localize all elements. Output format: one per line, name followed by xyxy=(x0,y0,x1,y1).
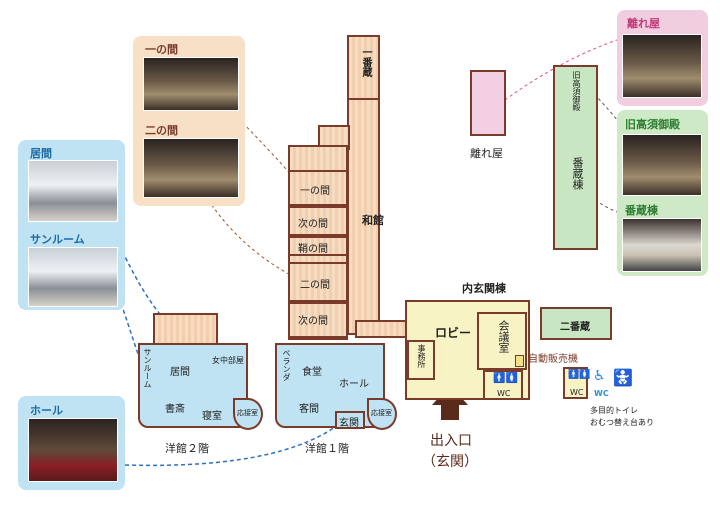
wheelchair-icon: ♿ xyxy=(593,368,606,384)
yokan2-ima-label[interactable]: 居間 xyxy=(170,367,190,378)
yokan2-bedroom-label[interactable]: 寝室 xyxy=(202,411,222,422)
banzoto-label: 番蔵棟 xyxy=(625,204,658,217)
photo-panel-hanareya: 離れ屋 xyxy=(617,10,708,106)
room-ichinoma[interactable]: 一の間 xyxy=(288,170,348,206)
room-ichibanzo[interactable]: 一番蔵 xyxy=(347,35,380,100)
tsuginoma-1-label: 次の間 xyxy=(298,219,328,230)
vending-label: 自動販売機 xyxy=(528,354,578,365)
room-tsuginoma-1[interactable]: 次の間 xyxy=(288,206,348,236)
uchigenkan-label: 内玄関棟 xyxy=(462,282,506,295)
uchigenkan-building: ロビー 会議室 事務所 WC 🚹🚺 xyxy=(405,300,530,400)
hanareya-building-label: 離れ屋 xyxy=(470,147,503,160)
entrance-label: 出入口 xyxy=(430,433,472,449)
yokan2-study-label[interactable]: 書斎 xyxy=(165,404,185,415)
photo-panel-yokan: 居間 サンルーム xyxy=(18,140,125,310)
office-label: 事務所 xyxy=(417,344,426,368)
yokan1-reception[interactable]: 応接室 xyxy=(367,398,397,430)
yokan1-building: ベランダ 食堂 ホール 客間 玄関 xyxy=(275,343,385,429)
ima-photo xyxy=(28,160,118,222)
yokan2-reception[interactable]: 応接室 xyxy=(233,398,263,430)
banzoto-photo xyxy=(622,218,702,272)
tsuginoma-2-label: 次の間 xyxy=(298,316,328,327)
room-office[interactable]: 事務所 xyxy=(407,340,435,380)
yokan1-veranda-label[interactable]: ベランダ xyxy=(282,349,291,381)
ichinoma-room-label: 一の間 xyxy=(300,186,330,197)
kyu-takasu-label: 旧高須御殿 xyxy=(625,118,680,131)
yokan2-title: 洋館２階 xyxy=(165,442,209,455)
yokan1-genkan[interactable]: 玄関 xyxy=(335,411,365,429)
wc-legend-label: WC xyxy=(570,388,584,397)
yokan1-reception-label: 応接室 xyxy=(371,409,392,417)
kyu-takasu-room-label: 旧高須御殿 xyxy=(572,71,581,111)
nibanzo-building[interactable]: 二番蔵 xyxy=(540,307,612,340)
hanareya-building[interactable] xyxy=(470,70,506,136)
line-sunroom xyxy=(109,269,141,361)
ichinoma-label: 一の間 xyxy=(145,43,178,56)
sunroom-label: サンルーム xyxy=(30,233,85,246)
ninoma-photo xyxy=(143,138,239,198)
yokan2-building: サンルーム 居間 女中部屋 書斎 寝室 xyxy=(138,343,248,428)
nibanzo-label: 二番蔵 xyxy=(560,322,590,333)
banzo-building[interactable]: 旧高須御殿 番蔵棟 xyxy=(553,65,598,250)
sunroom-photo xyxy=(28,247,118,307)
ichibanzo-label: 一番蔵 xyxy=(360,47,371,77)
yokan2-reception-label: 応接室 xyxy=(237,409,258,417)
banzoto-room-label: 番蔵棟 xyxy=(571,157,584,190)
vending-machine-icon xyxy=(515,355,524,367)
line-hanareya xyxy=(504,39,618,101)
ima-label: 居間 xyxy=(30,147,52,160)
yokan1-genkan-label: 玄関 xyxy=(339,418,359,429)
toilet-icon: 🚹🚺 xyxy=(568,370,591,380)
ninoma-label: 二の間 xyxy=(145,124,178,137)
photo-panel-banzo: 旧高須御殿 番蔵棟 xyxy=(617,110,708,276)
wc-legend: 🚹🚺 WC xyxy=(563,367,591,399)
photo-panel-wakan: 一の間 二の間 xyxy=(133,36,245,206)
lobby-label[interactable]: ロビー xyxy=(435,326,472,340)
multipurpose-toilet-note: 多目的トイレ xyxy=(590,406,638,415)
wakan-label: 和館 xyxy=(362,214,384,227)
yokan1-dining-label[interactable]: 食堂 xyxy=(302,367,322,378)
restroom-icon: 🚹🚺 xyxy=(493,373,518,384)
restroom-label: WC xyxy=(497,389,511,398)
baby-changing-icon: 🚼 xyxy=(613,368,633,387)
room-tsuginoma-2[interactable]: 次の間 xyxy=(288,302,348,338)
meeting-room-label: 会議室 xyxy=(497,320,510,353)
photo-panel-hall: ホール xyxy=(18,396,125,490)
line-ninoma xyxy=(204,194,301,281)
hall-photo xyxy=(28,418,118,482)
entrance-arrow-icon xyxy=(432,385,468,420)
restroom[interactable]: WC 🚹🚺 xyxy=(483,370,523,400)
ninoma-room-label: 二の間 xyxy=(300,280,330,291)
kyu-takasu-photo xyxy=(622,134,702,196)
entrance-sublabel: （玄関） xyxy=(422,454,478,470)
sayanoma-label: 鞘の間 xyxy=(298,244,328,255)
yokan2-maid-room-label[interactable]: 女中部屋 xyxy=(212,356,244,365)
yokan2-sunroom-label[interactable]: サンルーム xyxy=(143,348,152,388)
yokan1-hall-label[interactable]: ホール xyxy=(339,379,369,390)
accessible-wc-label: WC xyxy=(594,389,609,398)
room-ninoma[interactable]: 二の間 xyxy=(288,262,348,302)
hanareya-photo xyxy=(622,34,702,98)
hanareya-label: 離れ屋 xyxy=(627,17,660,30)
diaper-table-note: おむつ替え台あり xyxy=(590,418,654,427)
room-sayanoma[interactable]: 鞘の間 xyxy=(288,236,348,256)
ichinoma-photo xyxy=(143,57,239,111)
yokan1-title: 洋館１階 xyxy=(305,442,349,455)
hall-label: ホール xyxy=(30,404,63,417)
yokan1-guest-room-label[interactable]: 客間 xyxy=(299,404,319,415)
